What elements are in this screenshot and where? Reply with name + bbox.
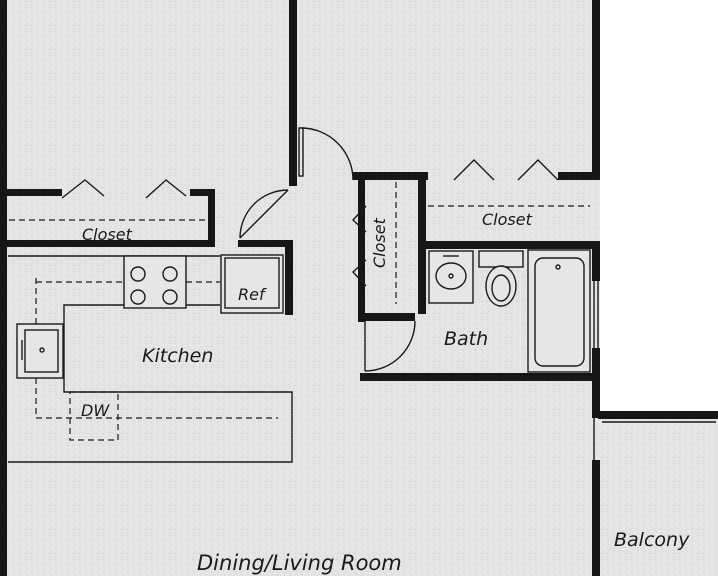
bath-sink: [428, 250, 474, 304]
windows: [593, 281, 599, 460]
closet-center-label: Closet: [370, 217, 389, 268]
bath-label: Bath: [444, 328, 488, 350]
refrigerator-label: Ref: [238, 285, 267, 304]
closet-right-label: Closet: [482, 210, 533, 229]
range-appliance: [123, 255, 187, 309]
kitchen-sink: [16, 323, 64, 379]
bathtub: [527, 249, 591, 373]
dishwasher-label: DW: [81, 401, 110, 420]
kitchen-counter: [8, 255, 293, 463]
closet-rods: [9, 182, 590, 304]
dining-living-label: Dining/Living Room: [197, 551, 402, 575]
refrigerator: [220, 254, 284, 314]
door-bedroom-right: [298, 127, 354, 181]
kitchen-label: Kitchen: [142, 345, 213, 367]
bifold-doors-left: [61, 179, 187, 199]
dishwasher: [69, 391, 119, 441]
door-bath: [364, 320, 416, 372]
closet-left-label: Closet: [82, 225, 133, 244]
bifold-doors-right: [453, 159, 559, 181]
balcony-label: Balcony: [614, 529, 690, 551]
bifold-doors-center: [352, 205, 367, 287]
door-bedroom-left: [239, 189, 289, 239]
toilet: [478, 250, 524, 307]
